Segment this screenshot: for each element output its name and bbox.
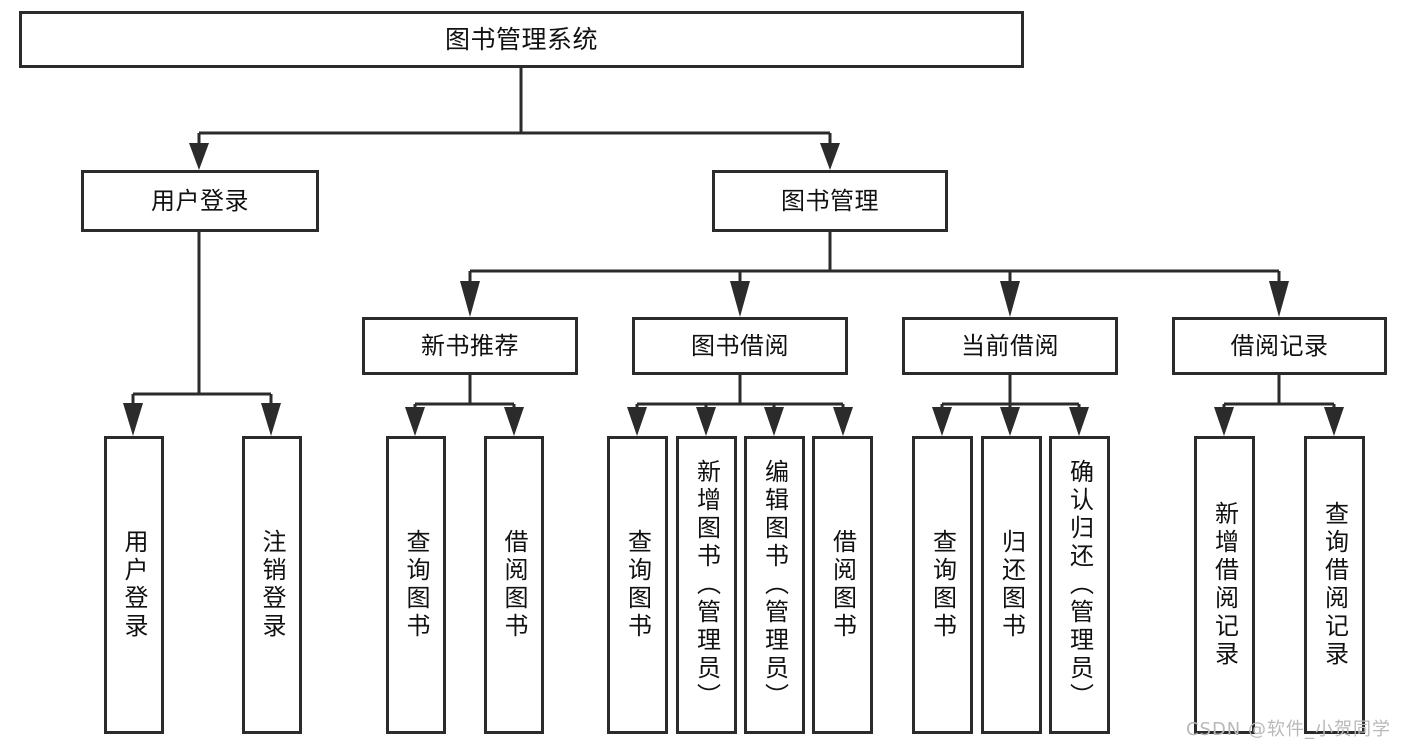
arrow-current-leaf-2 (1000, 407, 1020, 436)
arrow-userlogin-leaf-2 (261, 403, 281, 436)
leaf-current-confirm-return[interactable]: 确认归还（管理员） (1049, 436, 1110, 734)
arrow-borrow-leaf-3 (764, 407, 784, 436)
leaf-user-login-signin[interactable]: 用户登录 (104, 436, 164, 734)
node-current-borrow[interactable]: 当前借阅 (902, 317, 1118, 375)
node-book-borrow-label: 图书借阅 (691, 331, 789, 360)
arrow-level3-3 (1000, 281, 1020, 317)
leaf-record-add-record-label: 新增借阅记录 (1210, 501, 1239, 669)
node-root[interactable]: 图书管理系统 (19, 11, 1024, 68)
node-new-book-recommend[interactable]: 新书推荐 (362, 317, 578, 375)
leaf-user-login-signout-label: 注销登录 (258, 529, 286, 641)
leaf-user-login-signout[interactable]: 注销登录 (242, 436, 302, 734)
node-borrow-record-label: 借阅记录 (1230, 331, 1329, 360)
leaf-record-add-record[interactable]: 新增借阅记录 (1194, 436, 1255, 734)
leaf-borrow-add-book-label: 新增图书（管理员） (692, 459, 721, 711)
node-current-borrow-label: 当前借阅 (961, 331, 1059, 360)
arrow-level3-4 (1269, 281, 1289, 317)
arrow-recommend-leaf-1 (405, 407, 425, 436)
arrow-current-leaf-1 (932, 407, 952, 436)
arrow-userlogin-leaf-1 (123, 403, 143, 436)
leaf-borrow-query-book-label: 查询图书 (623, 529, 652, 641)
leaf-borrow-query-book[interactable]: 查询图书 (607, 436, 668, 734)
node-book-borrow[interactable]: 图书借阅 (632, 317, 848, 375)
arrow-level3-2 (730, 281, 750, 317)
leaf-recommend-borrow-book[interactable]: 借阅图书 (484, 436, 544, 734)
arrow-record-leaf-2 (1324, 407, 1344, 436)
leaf-recommend-query-book-label: 查询图书 (402, 529, 430, 641)
arrow-borrow-leaf-4 (833, 407, 853, 436)
node-book-management-label: 图书管理 (781, 186, 879, 215)
leaf-recommend-borrow-book-label: 借阅图书 (500, 529, 528, 641)
node-root-label: 图书管理系统 (444, 24, 598, 54)
leaf-current-query-book[interactable]: 查询图书 (912, 436, 973, 734)
arrow-level3-1 (460, 281, 480, 317)
leaf-user-login-signin-label: 用户登录 (120, 529, 148, 641)
node-borrow-record[interactable]: 借阅记录 (1172, 317, 1387, 375)
leaf-record-query-record-label: 查询借阅记录 (1320, 501, 1349, 669)
leaf-recommend-query-book[interactable]: 查询图书 (386, 436, 446, 734)
node-new-book-recommend-label: 新书推荐 (421, 331, 519, 360)
leaf-borrow-add-book[interactable]: 新增图书（管理员） (676, 436, 737, 734)
arrow-current-leaf-3 (1069, 407, 1089, 436)
leaf-borrow-edit-book-label: 编辑图书（管理员） (760, 459, 789, 711)
leaf-current-return-book[interactable]: 归还图书 (981, 436, 1042, 734)
node-book-management[interactable]: 图书管理 (712, 170, 948, 232)
arrow-borrow-leaf-2 (696, 407, 716, 436)
arrow-level2-2 (820, 143, 840, 170)
leaf-borrow-borrow-book-label: 借阅图书 (828, 529, 857, 641)
leaf-current-query-book-label: 查询图书 (928, 529, 957, 641)
arrow-borrow-leaf-1 (627, 407, 647, 436)
arrow-level2-1 (189, 143, 209, 170)
node-user-login[interactable]: 用户登录 (81, 170, 319, 232)
leaf-borrow-borrow-book[interactable]: 借阅图书 (812, 436, 873, 734)
arrow-record-leaf-1 (1214, 407, 1234, 436)
leaf-borrow-edit-book[interactable]: 编辑图书（管理员） (744, 436, 805, 734)
watermark: CSDN @软件_小贺同学 (1185, 719, 1391, 740)
arrow-recommend-leaf-2 (504, 407, 524, 436)
node-user-login-label: 用户登录 (151, 186, 249, 215)
leaf-current-return-book-label: 归还图书 (997, 529, 1026, 641)
leaf-current-confirm-return-label: 确认归还（管理员） (1065, 459, 1094, 711)
leaf-record-query-record[interactable]: 查询借阅记录 (1304, 436, 1365, 734)
